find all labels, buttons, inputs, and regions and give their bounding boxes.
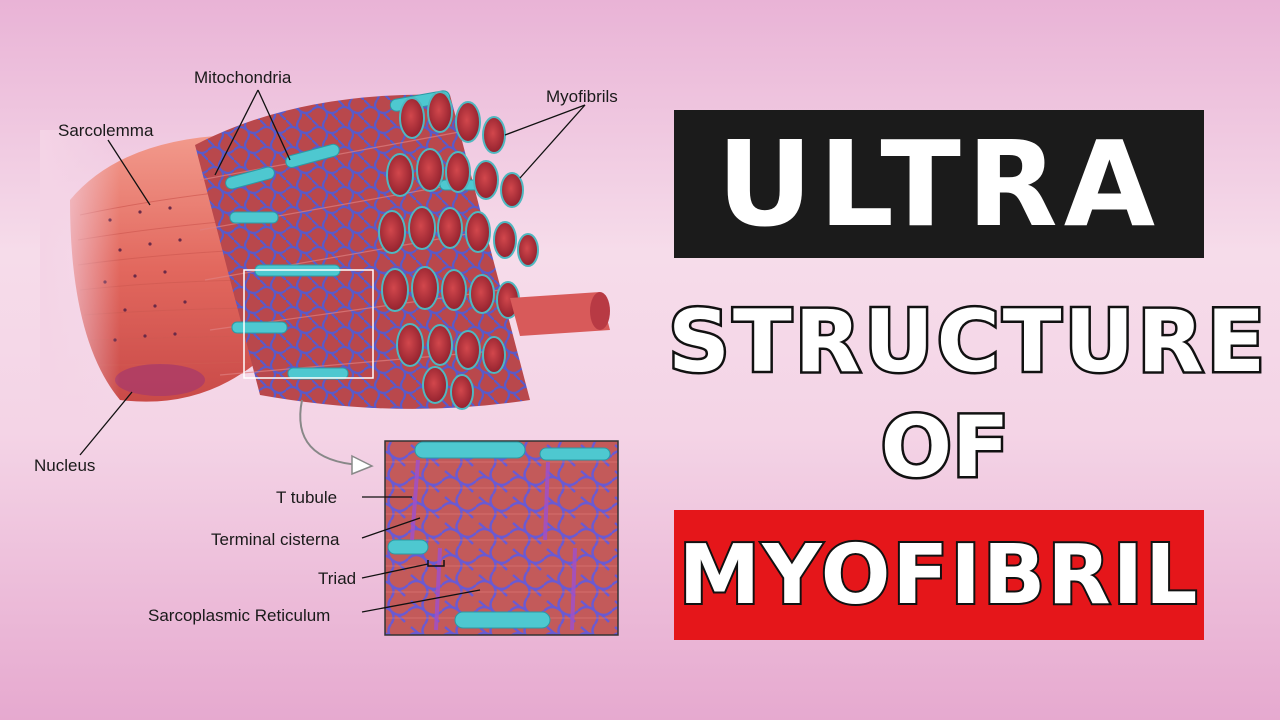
title-myofibril-banner: MYOFIBRIL xyxy=(674,510,1204,640)
myofibril-bundle xyxy=(195,90,610,410)
label-triad: Triad xyxy=(318,569,357,588)
label-myofibrils: Myofibrils xyxy=(546,87,618,106)
title-of: OF xyxy=(878,396,1012,499)
title-structure-block: STRUCTURE xyxy=(665,290,1267,395)
label-t-tubule: T tubule xyxy=(276,488,338,507)
single-myofibril xyxy=(510,292,610,336)
title-myofibril: MYOFIBRIL xyxy=(677,526,1200,625)
title-ultra: ULTRA xyxy=(716,115,1162,253)
inset-zoom xyxy=(384,440,619,636)
zoom-arrow xyxy=(299,399,361,466)
title-of-block: OF xyxy=(878,396,1012,499)
title-structure: STRUCTURE xyxy=(665,290,1269,395)
label-sarcolemma: Sarcolemma xyxy=(58,121,154,140)
title-ultra-banner: ULTRA xyxy=(674,110,1204,258)
label-mitochondria: Mitochondria xyxy=(194,68,292,87)
label-terminal-cisterna: Terminal cisterna xyxy=(211,530,340,549)
nucleus-shape xyxy=(115,364,205,396)
label-nucleus: Nucleus xyxy=(34,456,96,475)
zoom-selection-box xyxy=(243,269,374,379)
muscle-fiber-diagram xyxy=(40,89,619,636)
label-sarcoplasmic-reticulum: Sarcoplasmic Reticulum xyxy=(148,606,331,625)
